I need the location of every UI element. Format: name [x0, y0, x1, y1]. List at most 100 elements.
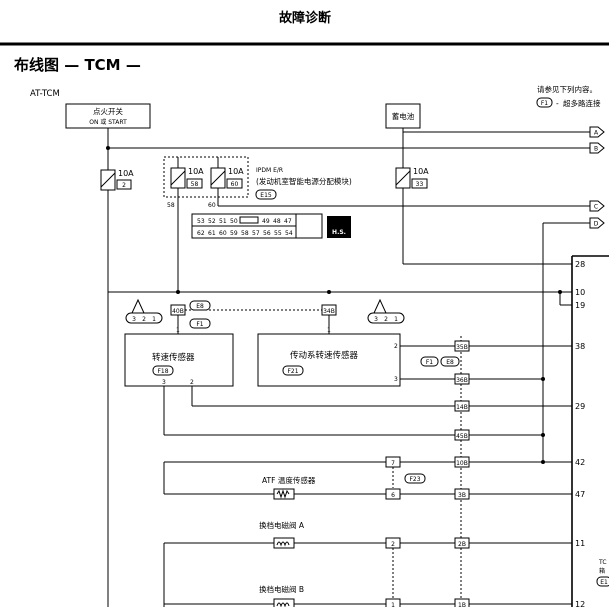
arrow-d-label: D	[594, 221, 599, 228]
pin-47: 47	[575, 490, 585, 499]
speed-conn-badge	[152, 365, 174, 376]
svg-text:62: 62	[197, 230, 205, 237]
ref-badge-b	[367, 312, 405, 324]
ignition-state: ON 或 START	[89, 118, 127, 126]
atf-conn-badge	[404, 473, 426, 484]
pin-12: 12	[575, 600, 585, 607]
fuse-60-num: 60	[231, 181, 239, 188]
speed-conn: F18	[157, 368, 168, 375]
fuse-58-amp: 10A	[188, 167, 204, 176]
junction-3b-label: 3B	[458, 492, 466, 499]
drive-pin2: 2	[394, 343, 398, 350]
speed-pin2: 2	[190, 379, 194, 386]
svg-text:54: 54	[285, 230, 293, 237]
ref-badge-a	[125, 312, 163, 324]
svg-text:52: 52	[208, 218, 216, 225]
ipdm-outline	[163, 156, 249, 198]
fuse-2-mark	[100, 172, 116, 188]
fuse-58-num-box	[186, 178, 203, 189]
pin-28: 28	[575, 260, 585, 269]
drive-pin1: 1	[327, 327, 331, 334]
solenoid-a-coil	[276, 541, 290, 547]
battery-label: 蓄电池	[392, 111, 415, 121]
junction-dot	[541, 460, 545, 464]
solenoid-b-label: 换档电磁阀 B	[259, 584, 304, 594]
fuse-33-num-box	[411, 178, 428, 189]
junction-1b-label: 1B	[458, 602, 466, 607]
conn-f1: F1	[196, 321, 203, 328]
drive-conn-badge	[282, 365, 304, 376]
svg-text:58: 58	[241, 230, 249, 237]
svg-text:56: 56	[263, 230, 271, 237]
note-ref: F1	[541, 100, 548, 107]
fuse-58-mark	[170, 170, 186, 186]
speed-pin1: 1	[176, 327, 180, 334]
pin-6: 6	[391, 492, 395, 499]
arrow-a	[589, 126, 605, 138]
svg-text:55: 55	[274, 230, 282, 237]
svg-text:60: 60	[219, 230, 227, 237]
junction-34b-label: 34B	[323, 308, 335, 315]
drive-conn: F21	[287, 368, 298, 375]
arrow-d	[589, 217, 605, 229]
svg-text:50: 50	[230, 218, 238, 225]
conn-f1b-badge	[420, 356, 439, 367]
arrow-b-label: B	[594, 146, 598, 153]
conn-f1b: F1	[426, 359, 433, 366]
pin-2: 2	[391, 541, 395, 548]
junction-35b	[454, 340, 470, 352]
solenoid-b-coil	[276, 602, 290, 607]
pin-29: 29	[575, 402, 585, 411]
fuse-33-amp: 10A	[413, 167, 429, 176]
drivetrain-label: 传动系转速传感器	[290, 350, 359, 361]
arrow-a-label: A	[594, 130, 599, 137]
pin-19: 19	[575, 301, 585, 310]
junction-36b-label: 36B	[456, 377, 468, 384]
junction-45b-label: 45B	[456, 433, 468, 440]
ref-a-1: 1	[152, 316, 156, 323]
diagram-code: AT-TCM	[30, 89, 60, 99]
ipdm-desc: (发动机室智能电源分配模块)	[256, 176, 352, 186]
svg-text:49: 49	[262, 218, 270, 225]
ref-b-3: 3	[374, 316, 378, 323]
arrow-b	[589, 142, 605, 154]
ref-a-3: 3	[132, 316, 136, 323]
ipdm-conn: E15	[260, 192, 272, 199]
junction-45b	[454, 429, 470, 441]
svg-text:59: 59	[230, 230, 238, 237]
ipdm-conn-badge	[255, 189, 277, 200]
junction-1b	[454, 598, 470, 607]
atf-label: ATF 温度传感器	[262, 475, 316, 485]
conn-e8: E8	[196, 303, 204, 310]
note-line2: 超多路连接	[563, 98, 601, 108]
junction-dot	[327, 290, 331, 294]
tcm-conn-badge	[596, 576, 609, 587]
tcm-label-1: TC	[598, 559, 607, 566]
svg-text:57: 57	[252, 230, 260, 237]
connector-table: 53 52 51 50 49 48 47 62 61 60 59 58 57 5…	[191, 213, 323, 239]
arrow-c-label: C	[594, 204, 598, 211]
atf-conn: F23	[409, 476, 420, 483]
ipdm-title: IPDM E/R	[256, 167, 283, 174]
page-header: 故障诊断	[279, 10, 331, 26]
junction-14b-label: 14B	[456, 404, 468, 411]
note-ref-badge	[536, 97, 553, 108]
fuse-60-num-box	[226, 178, 243, 189]
pin-11: 11	[575, 539, 585, 548]
pin-box-6	[385, 488, 401, 500]
junction-10b	[454, 456, 470, 468]
pin-1: 1	[391, 602, 395, 607]
ipdm-pin-58: 58	[167, 202, 175, 209]
fuse-2-amp: 10A	[118, 169, 134, 178]
note-dash: -	[556, 99, 559, 108]
svg-text:61: 61	[208, 230, 216, 237]
pin-box-1	[385, 598, 401, 607]
fuse-60-amp: 10A	[228, 167, 244, 176]
speed-sensor	[124, 333, 234, 387]
junction-35b-label: 35B	[456, 344, 468, 351]
hs-label: H.S.	[332, 229, 346, 236]
fuse-33-mark	[395, 170, 411, 186]
ref-triangle-a	[131, 298, 145, 314]
fuse-33-num: 33	[416, 181, 424, 188]
